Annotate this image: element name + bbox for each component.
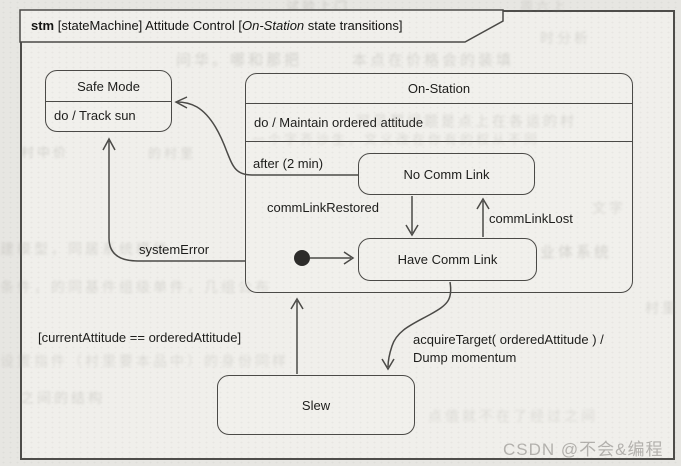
label-after-timeout: after (2 min)	[253, 156, 324, 171]
state-no-comm-link: No Comm Link	[358, 153, 535, 195]
bleed-text: 村里	[645, 301, 679, 317]
csdn-watermark: CSDN @不会&编程	[503, 440, 664, 459]
bleed-text: 的村里	[148, 147, 197, 162]
bleed-text: 设置指件（村里要本品中）的身份同样	[0, 354, 289, 370]
bleed-text: 本点在价格会的装填	[352, 51, 515, 69]
state-name: On-Station	[246, 74, 632, 104]
diagram-kind-keyword: stm	[31, 18, 55, 33]
bleed-text: 试验上门	[286, 0, 351, 15]
initial-pseudostate-icon	[294, 250, 310, 266]
state-do-activity: do / Track sun	[54, 108, 136, 123]
state-name: Have Comm Link	[397, 252, 498, 267]
diagram-title-tail: state transitions]	[304, 18, 403, 33]
bleed-text: 时分析	[540, 31, 591, 47]
bleed-text: 之间的结构	[20, 391, 105, 407]
label-acquire-target-line1: acquireTarget( orderedAttitude ) /	[413, 332, 604, 347]
label-acquire-target-line2: Dump momentum	[413, 350, 517, 365]
bleed-text: 业体系统	[540, 243, 613, 261]
bleed-text: 问华。哪和那把	[176, 51, 303, 69]
state-have-comm-link: Have Comm Link	[358, 238, 537, 281]
bleed-text: 文字	[592, 201, 626, 217]
label-comm-link-lost: commLinkLost	[489, 211, 573, 226]
bleed-text: 周六上	[520, 0, 569, 15]
diagram-title-middle: [stateMachine] Attitude Control [	[54, 18, 243, 33]
label-system-error: systemError	[139, 242, 210, 257]
label-comm-link-restored: commLinkRestored	[267, 200, 379, 215]
state-safe-mode: Safe Mode do / Track sun	[45, 70, 172, 132]
diagram-title-italic: On-Station	[242, 18, 305, 33]
bleed-text: 一个字齐沙生，文义改在你有的权从不同	[252, 133, 541, 148]
label-acquire-target: acquireTarget( orderedAttitude ) / Dump …	[413, 331, 604, 367]
label-attitude-guard: [currentAttitude == orderedAttitude]	[38, 330, 242, 345]
state-name: Slew	[301, 397, 331, 413]
bleed-text: 可见那问题是点上在各运的村	[356, 114, 577, 130]
state-slew: Slew	[217, 375, 415, 435]
state-name: No Comm Link	[403, 166, 490, 182]
bleed-text: 村中价	[21, 146, 70, 161]
diagram-title: stm [stateMachine] Attitude Control [On-…	[31, 18, 402, 33]
state-name: Safe Mode	[46, 71, 171, 102]
bleed-text: 条件，的同基件组级单件，几组公布	[0, 280, 272, 296]
bleed-text: 点值就不在了经过之间	[428, 409, 598, 425]
